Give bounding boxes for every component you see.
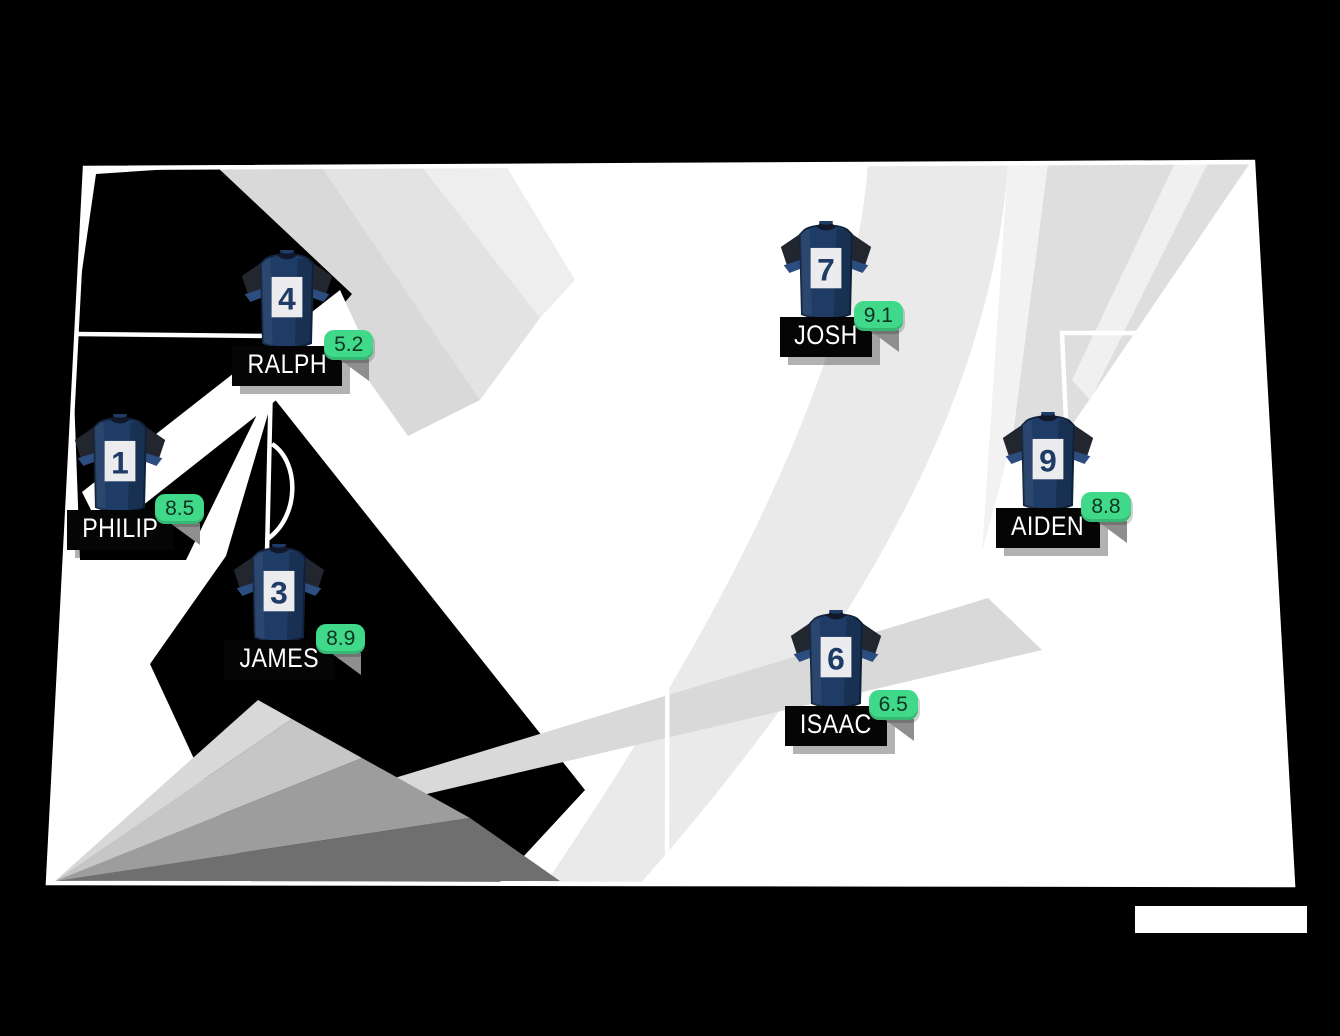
player-rating-badge: 8.8 xyxy=(1081,492,1131,522)
player-tag: RALPH 5.2 xyxy=(231,330,374,386)
player-tag: AIDEN 8.8 xyxy=(996,492,1131,548)
player-name-label: RALPH xyxy=(231,346,343,386)
player-tag: ISAAC 6.5 xyxy=(785,690,918,746)
player-card-james[interactable]: 3 JAMES 8.9 xyxy=(184,544,374,680)
player-rating-badge: 6.5 xyxy=(868,690,918,720)
player-name-label: JOSH xyxy=(779,317,872,357)
number-plate xyxy=(271,276,303,318)
watermark-bar xyxy=(1135,906,1307,933)
jersey-icon: 4 xyxy=(241,250,333,349)
number-plate xyxy=(104,440,136,482)
jersey-number: 4 xyxy=(278,281,296,317)
badge-fold-shadow xyxy=(869,330,899,352)
player-tag: JAMES 8.9 xyxy=(223,624,366,680)
jersey-icon: 6 xyxy=(790,610,882,709)
jersey-icon: 1 xyxy=(74,414,166,513)
player-rating-badge: 8.5 xyxy=(155,494,205,524)
jersey-number: 6 xyxy=(827,641,845,677)
player-rating-badge: 8.9 xyxy=(316,624,366,654)
jersey-number: 3 xyxy=(270,575,288,611)
player-name-label: JAMES xyxy=(223,640,335,680)
player-tag: PHILIP 8.5 xyxy=(66,494,205,550)
left-penalty-arc xyxy=(264,442,295,542)
player-rating-badge: 9.1 xyxy=(853,301,903,331)
player-card-philip[interactable]: 1 PHILIP 8.5 xyxy=(25,414,215,550)
number-plate xyxy=(1032,438,1064,480)
halfway-line xyxy=(664,164,671,885)
jersey-icon: 3 xyxy=(233,544,325,643)
player-rating-badge: 5.2 xyxy=(324,330,374,360)
badge-fold-shadow xyxy=(170,523,201,545)
player-card-josh[interactable]: 7 JOSH 9.1 xyxy=(731,221,921,357)
jersey-icon: 7 xyxy=(780,221,872,320)
player-card-ralph[interactable]: 4 RALPH 5.2 xyxy=(192,250,382,386)
player-card-isaac[interactable]: 6 ISAAC 6.5 xyxy=(741,610,931,746)
player-card-aiden[interactable]: 9 AIDEN 8.8 xyxy=(953,412,1143,548)
jersey-number: 9 xyxy=(1039,443,1057,479)
badge-fold-shadow xyxy=(1096,521,1127,543)
jersey-number: 1 xyxy=(111,445,129,481)
number-plate xyxy=(263,570,295,612)
number-plate xyxy=(820,636,852,678)
badge-fold-shadow xyxy=(339,359,370,381)
player-tag: JOSH 9.1 xyxy=(779,301,903,357)
badge-fold-shadow xyxy=(883,719,914,741)
number-plate xyxy=(810,247,842,289)
badge-fold-shadow xyxy=(331,653,362,675)
jersey-number: 7 xyxy=(817,252,835,288)
jersey-icon: 9 xyxy=(1002,412,1094,511)
pitch-outline xyxy=(45,159,1296,888)
